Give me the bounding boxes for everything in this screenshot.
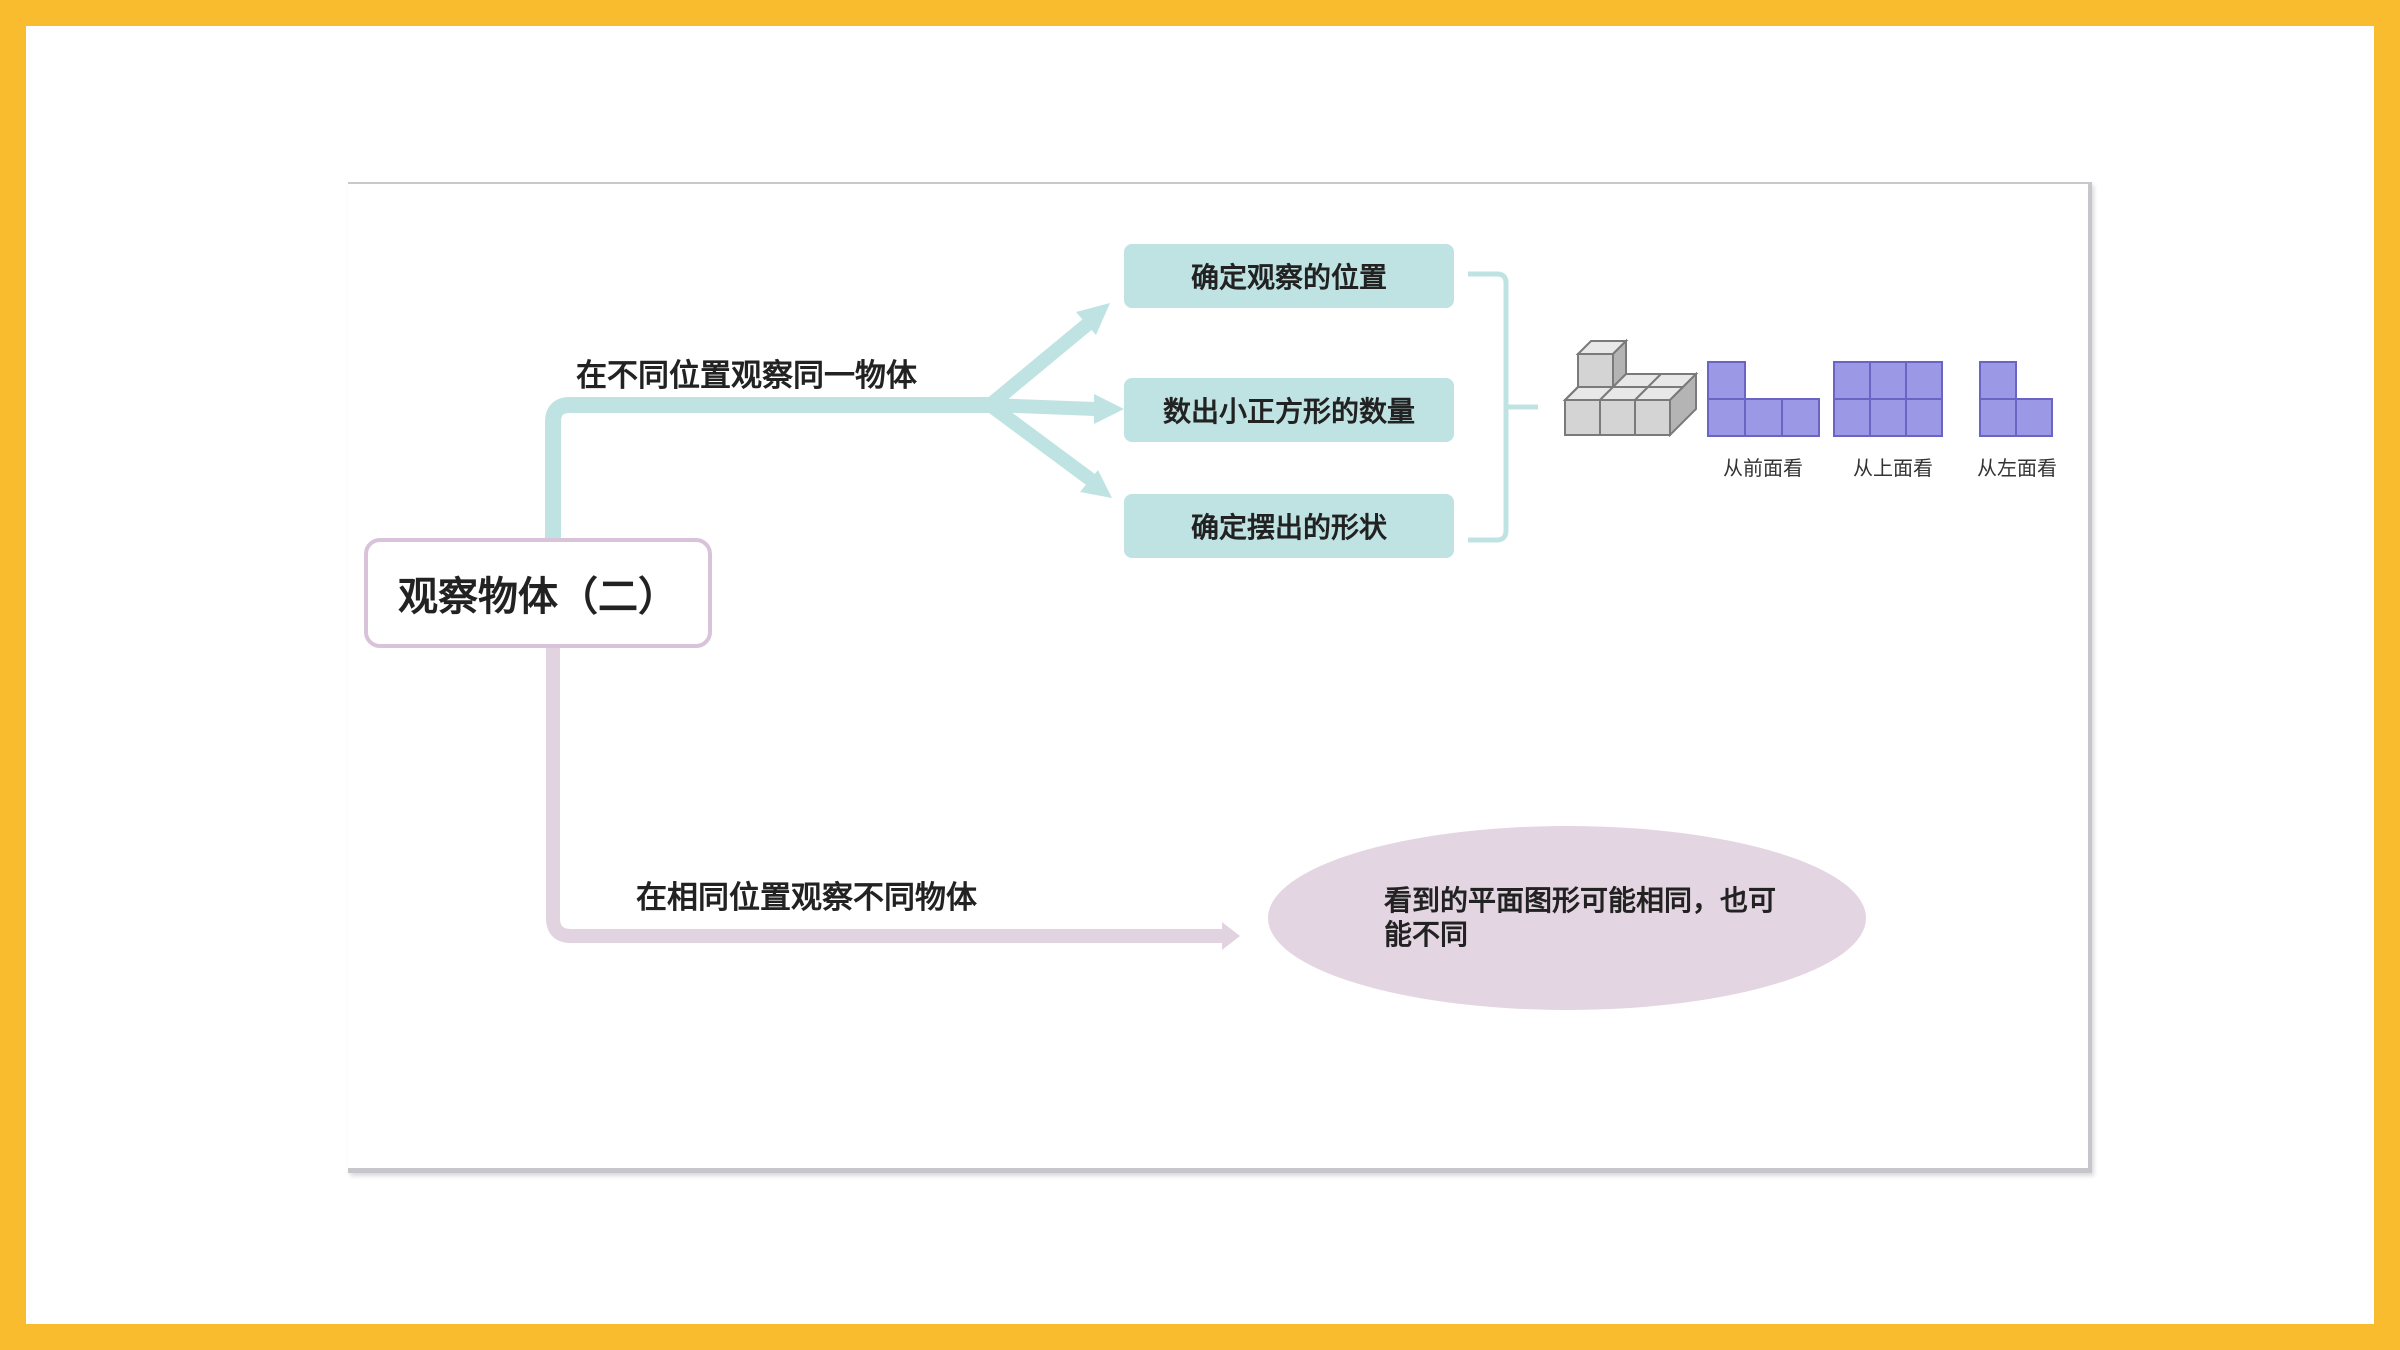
leaf-label: 数出小正方形的数量 — [1162, 395, 1415, 428]
arrow-head-1 — [1076, 303, 1110, 335]
leaf-label: 确定摆出的形状 — [1190, 511, 1387, 544]
front-view-caption: 从前面看 — [1723, 456, 1803, 480]
root-title: 观察物体（二） — [398, 574, 678, 620]
branch-label-upper: 在不同位置观察同一物体 — [576, 358, 917, 394]
leaf-label: 确定观察的位置 — [1190, 261, 1387, 294]
leaf-node-shape: 确定摆出的形状 — [1124, 494, 1454, 558]
lower-arrow-head — [1222, 922, 1240, 950]
branch-connector-upper — [545, 397, 998, 548]
top-view-caption: 从上面看 — [1853, 456, 1933, 480]
arrow-shaft-2 — [989, 398, 1096, 416]
leaf-node-position: 确定观察的位置 — [1124, 244, 1454, 308]
top-view-grid — [1833, 361, 1943, 437]
front-view-grid — [1707, 361, 1820, 437]
arrow-head-3 — [1080, 470, 1112, 498]
branch-connector-lower — [546, 641, 1229, 943]
left-view-grid — [1979, 361, 2053, 437]
arrow-shaft-3 — [985, 399, 1103, 491]
leaf-node-count: 数出小正方形的数量 — [1124, 378, 1454, 442]
branch-label-lower: 在相同位置观察不同物体 — [636, 880, 977, 916]
mindmap-canvas — [348, 182, 2092, 1173]
arrow-head-2 — [1094, 394, 1124, 424]
conclusion-text: 看到的平面图形可能相同，也可能不同 — [1384, 884, 1777, 951]
cube-stack-icon — [1562, 338, 1699, 438]
conclusion-ellipse — [1268, 826, 1866, 1010]
bracket — [1468, 271, 1509, 543]
arrow-shaft-1 — [985, 312, 1100, 411]
root-node: 观察物体（二） — [364, 538, 712, 648]
left-view-caption: 从左面看 — [1977, 456, 2057, 480]
